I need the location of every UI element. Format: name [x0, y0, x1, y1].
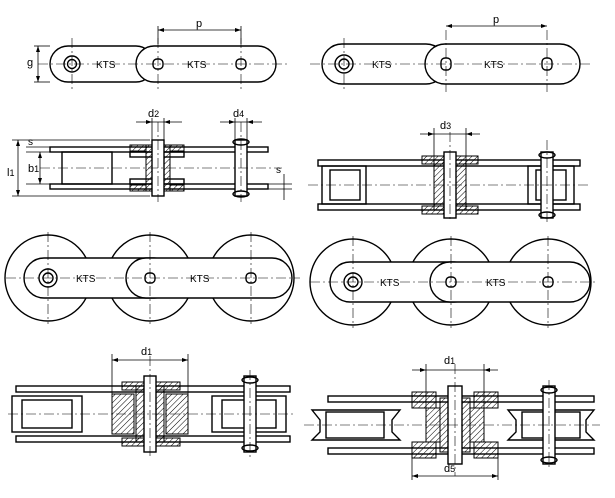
plate-thickness-label: s [276, 165, 281, 176]
flange-dia-label: d5 [444, 463, 455, 475]
panel-plate-chain-side-right: KTS KTS p [310, 14, 592, 92]
plate-thickness-label: s [28, 137, 33, 148]
panel-roller-chain-side-right: KTS KTS [309, 236, 596, 328]
panel-roller-chain-plan-left: d1 [8, 346, 296, 458]
kts-mark: KTS [76, 274, 96, 285]
panel-bushed-chain-plan-right: d3 [308, 120, 590, 222]
kts-mark: KTS [96, 60, 116, 71]
panel-flanged-roller-chain-plan-right: d1 d5 [304, 355, 600, 480]
pitch-label: p [493, 14, 499, 26]
kts-mark: KTS [486, 278, 506, 289]
panel-plate-chain-side-left: KTS KTS p g [27, 18, 288, 90]
pin-length-label: l1 [7, 167, 14, 179]
plate-height-label: g [27, 57, 33, 69]
outer-pin-dia-label: d4 [233, 108, 244, 120]
panel-plate-chain-plan-left: d2 d4 s b1 l1 s [7, 108, 292, 202]
panel-roller-chain-side-left: KTS KTS [4, 232, 300, 324]
inner-width-label: b1 [28, 163, 39, 175]
kts-mark: KTS [190, 274, 210, 285]
kts-mark: KTS [372, 60, 392, 71]
kts-mark: KTS [484, 60, 504, 71]
pin-dia-label: d2 [148, 108, 159, 120]
kts-mark: KTS [380, 278, 400, 289]
bush-dia-label: d3 [440, 120, 451, 132]
roller-dia-label: d1 [141, 346, 152, 358]
pitch-label: p [196, 18, 202, 30]
kts-mark: KTS [187, 60, 207, 71]
roller-dia-label: d1 [444, 355, 455, 367]
